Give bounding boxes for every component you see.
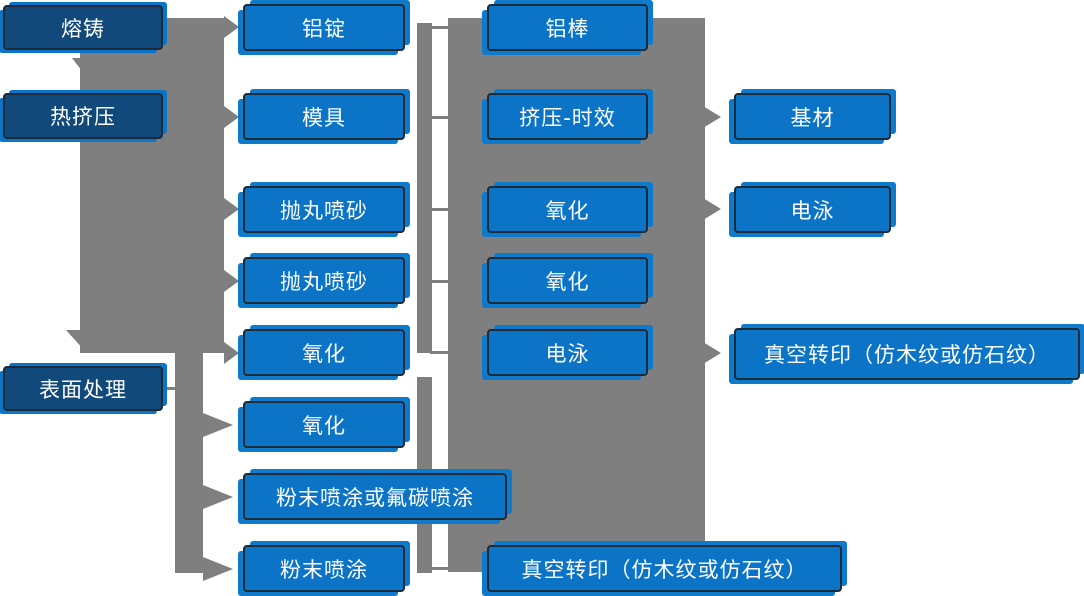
arrow-down-icon: [66, 330, 102, 350]
node-electrophoresis-1: 电泳: [487, 329, 648, 376]
node-shot-blast-sandblast-2: 抛丸喷砂: [243, 257, 405, 304]
arrow-down-icon: [72, 58, 112, 84]
node-extrusion-aging: 挤压-时效: [487, 93, 648, 140]
node-aluminum-rod: 铝棒: [487, 4, 648, 51]
connector-row-line-1: [430, 26, 450, 29]
arrow-right-icon: [224, 106, 239, 128]
node-surface-treatment: 表面处理: [3, 366, 163, 411]
arrow-right-icon: [224, 270, 239, 292]
connector-row-line-4: [430, 280, 450, 283]
node-melting-casting: 熔铸: [3, 5, 163, 50]
node-hot-extrusion: 热挤压: [3, 93, 163, 139]
connector-surface-vertical-band: [175, 353, 203, 573]
connector-row-line-2: [430, 116, 450, 119]
arrow-right-icon: [203, 413, 233, 437]
connector-row-line-8: [430, 567, 450, 570]
node-powder-or-fluorocarbon-coating: 粉末喷涂或氟碳喷涂: [243, 473, 507, 520]
arrow-right-icon: [203, 485, 233, 509]
connector-surface-link-line: [163, 387, 177, 390]
node-aluminum-ingot: 铝锭: [243, 4, 405, 51]
node-oxidation-4: 氧化: [487, 257, 648, 304]
node-oxidation-1: 氧化: [243, 329, 405, 376]
connector-row-line-3: [430, 208, 450, 211]
arrow-right-icon: [224, 16, 239, 38]
node-shot-blast-sandblast-1: 抛丸喷砂: [243, 186, 405, 233]
connector-mid-vertical-band-upper: [417, 23, 432, 353]
arrow-right-icon: [224, 342, 239, 364]
node-oxidation-2: 氧化: [243, 401, 405, 448]
node-electrophoresis-2: 电泳: [734, 186, 891, 233]
connector-row-line-5: [430, 351, 450, 354]
node-base-material: 基材: [734, 93, 891, 140]
arrow-right-icon: [703, 106, 721, 128]
node-vacuum-transfer-print-1: 真空转印（仿木纹或仿石纹）: [487, 545, 842, 592]
node-oxidation-3: 氧化: [487, 186, 648, 233]
node-mold: 模具: [243, 93, 405, 140]
node-vacuum-transfer-print-2: 真空转印（仿木纹或仿石纹）: [734, 328, 1080, 380]
arrow-right-icon: [703, 342, 721, 364]
node-powder-coating: 粉末喷涂: [243, 545, 405, 592]
arrow-right-icon: [224, 198, 239, 220]
arrow-right-icon: [703, 198, 721, 220]
arrow-right-icon: [203, 557, 233, 581]
